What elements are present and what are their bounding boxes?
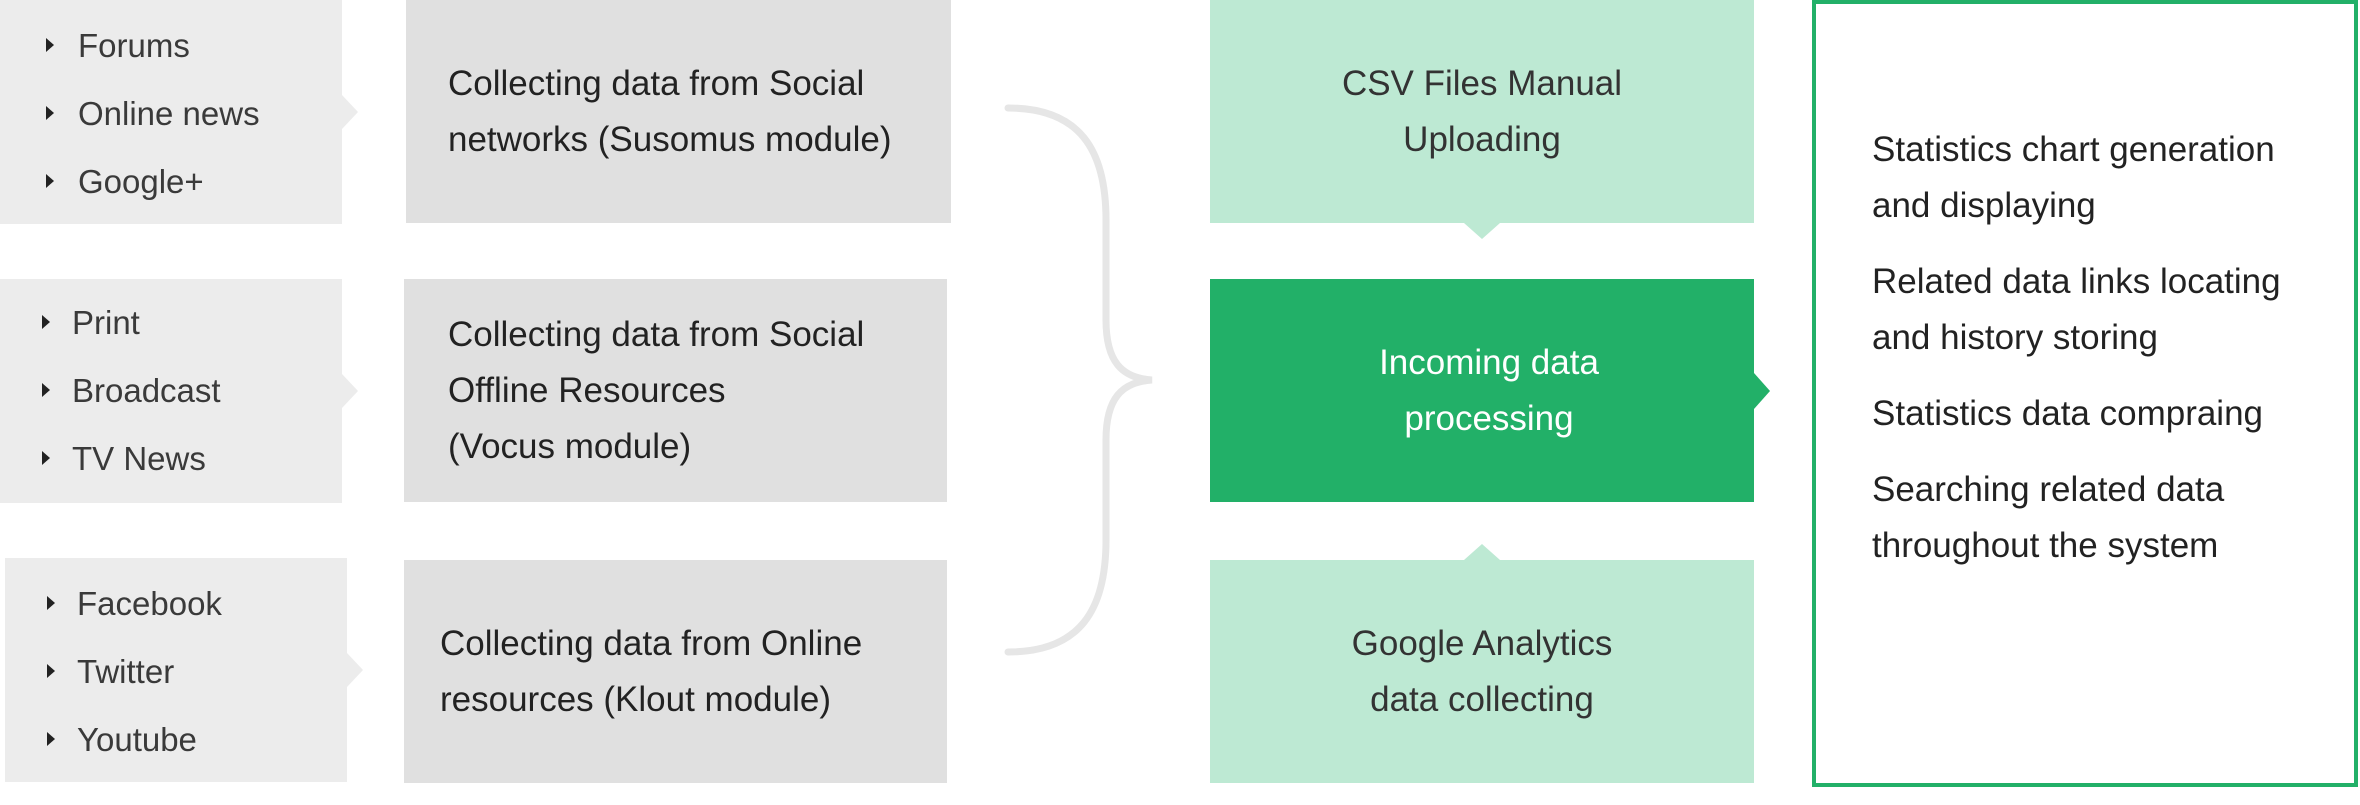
arrow-down-icon <box>1464 223 1500 239</box>
feature-item: Statistics data compraing <box>1872 394 2264 433</box>
bullet-icon <box>46 38 54 52</box>
feature-item: Statistics chart generation and displayi… <box>1872 130 2275 225</box>
list-item: Facebook <box>5 570 347 638</box>
brace-icon <box>1004 104 1153 656</box>
arrow-notch-icon <box>342 95 358 129</box>
google-analytics-box: Google Analytics data collecting <box>1210 544 1754 783</box>
feature-item: Searching related data throughout the sy… <box>1872 470 2225 565</box>
module-box-vocus: Collecting data from Social Offline Reso… <box>404 279 947 502</box>
features-panel: Statistics chart generation and displayi… <box>1812 0 2358 787</box>
module-label: Collecting data from Social networks (Su… <box>448 63 892 159</box>
feature-item: Related data links locating and history … <box>1872 262 2281 357</box>
bullet-icon <box>46 174 54 188</box>
bullet-icon <box>47 732 55 746</box>
arrow-notch-icon <box>347 653 363 687</box>
bullet-icon <box>42 383 50 397</box>
list-item: Broadcast <box>0 357 342 425</box>
arrow-right-icon <box>1754 372 1770 409</box>
data-processing-box: Incoming data processing <box>1210 279 1770 502</box>
source-box-3: Facebook Twitter Youtube <box>5 558 363 782</box>
arrow-notch-icon <box>342 374 358 408</box>
list-item: Online news <box>0 80 342 148</box>
source-list-3: Facebook Twitter Youtube <box>5 570 347 774</box>
module-label: Collecting data from Social Offline Reso… <box>448 314 865 466</box>
list-item: Twitter <box>5 638 347 706</box>
list-item: Print <box>0 289 342 357</box>
bullet-icon <box>47 596 55 610</box>
list-item: Youtube <box>5 706 347 774</box>
list-item: TV News <box>0 425 342 493</box>
google-analytics-label: Google Analytics data collecting <box>1351 623 1613 719</box>
csv-upload-box: CSV Files Manual Uploading <box>1210 0 1754 239</box>
csv-upload-label: CSV Files Manual Uploading <box>1341 63 1623 159</box>
module-label: Collecting data from Online resources (K… <box>440 623 863 719</box>
list-item: Forums <box>0 12 342 80</box>
source-box-1: Forums Online news Google+ <box>0 0 358 224</box>
bullet-icon <box>42 451 50 465</box>
source-box-2: Print Broadcast TV News <box>0 279 358 503</box>
source-list-1: Forums Online news Google+ <box>0 12 342 216</box>
bullet-icon <box>42 315 50 329</box>
bullet-icon <box>46 106 54 120</box>
bullet-icon <box>47 664 55 678</box>
data-processing-label: Incoming data processing <box>1379 342 1599 438</box>
list-item: Google+ <box>0 148 342 216</box>
arrow-up-icon <box>1464 544 1500 560</box>
module-box-susomus: Collecting data from Social networks (Su… <box>406 0 951 223</box>
source-list-2: Print Broadcast TV News <box>0 289 342 493</box>
module-box-klout: Collecting data from Online resources (K… <box>404 560 947 783</box>
